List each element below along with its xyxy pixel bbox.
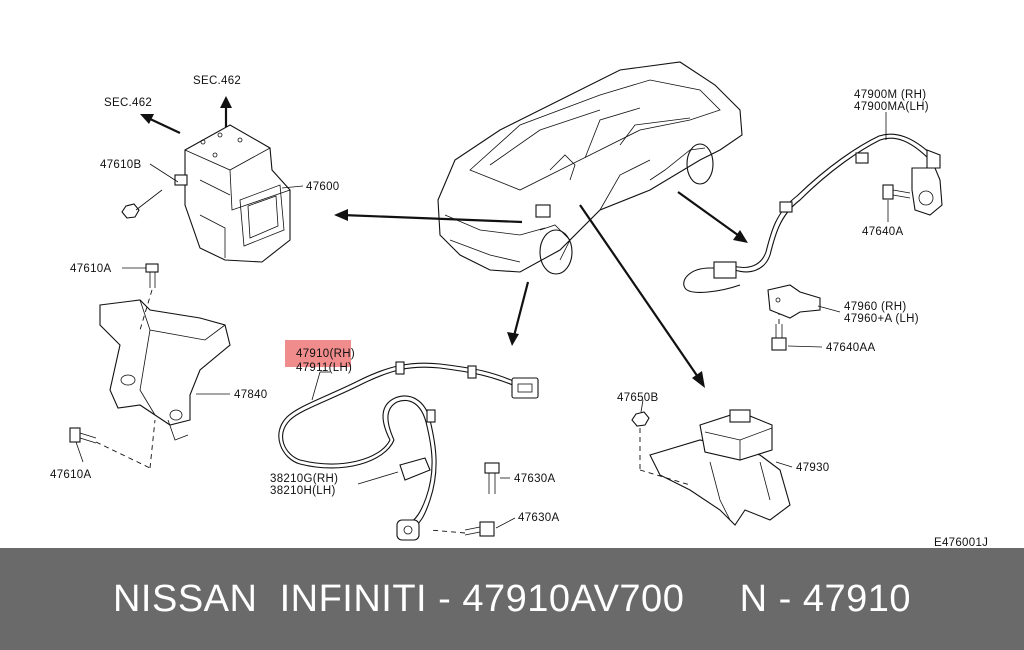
label-47600: 47600 <box>306 181 339 193</box>
label-38210G-rh: 38210G(RH) <box>270 473 338 485</box>
bracket-47960 <box>767 284 821 319</box>
footer-part-number: NISSAN INFINITI - 47910AV700 N - 47910 <box>112 577 911 620</box>
diagram-code: E476001J <box>934 537 988 548</box>
label-47630A-2: 47630A <box>518 512 559 524</box>
label-47840: 47840 <box>234 389 267 401</box>
bolt-47610A-bottom <box>69 427 97 444</box>
label-47640AA: 47640AA <box>826 342 875 354</box>
label-47610A-bottom: 47610A <box>50 469 91 481</box>
arrows <box>140 96 748 388</box>
bolt-47610A-top <box>145 263 159 288</box>
footer-bar: NISSAN INFINITI - 47910AV700 N - 47910 <box>0 548 1024 650</box>
label-47910-rh: 47910(RH) <box>296 348 355 360</box>
label-47610B: 47610B <box>100 159 141 171</box>
label-47900M-rh: 47900M (RH) <box>854 89 926 101</box>
label-47610A-top: 47610A <box>70 263 111 275</box>
nut-47610B <box>121 203 140 219</box>
abs-actuator <box>174 124 291 263</box>
label-47911-lh: 47911(LH) <box>296 362 352 374</box>
label-sec462-left: SEC.462 <box>104 97 152 109</box>
front-sensor-harness <box>278 361 539 541</box>
bolt-47630A-2 <box>464 521 495 537</box>
leader-lines <box>75 112 889 529</box>
bolt-47640AA <box>771 324 787 351</box>
yaw-sensor-47930 <box>649 409 791 526</box>
label-47960-rh: 47960 (RH) <box>844 301 906 313</box>
bolt-47630A-1 <box>484 462 500 494</box>
highlight-47910 <box>285 340 351 367</box>
label-47930: 47930 <box>796 462 829 474</box>
label-47960A-lh: 47960+A (LH) <box>844 313 919 325</box>
label-sec462-top: SEC.462 <box>193 75 241 87</box>
label-47640A: 47640A <box>862 226 903 238</box>
nut-47650B <box>631 411 650 427</box>
bolt-47640A <box>882 184 911 200</box>
label-47900MA-lh: 47900MA(LH) <box>854 101 929 113</box>
label-38210H-lh: 38210H(LH) <box>270 485 336 497</box>
rear-sensor-harness <box>683 133 943 293</box>
parts-diagram: SEC.462 SEC.462 47610B 47600 47610A 4784… <box>50 61 988 548</box>
car-illustration <box>437 61 743 275</box>
bracket-47840 <box>99 299 231 441</box>
label-47630A-1: 47630A <box>514 473 555 485</box>
label-47650B: 47650B <box>617 392 658 404</box>
